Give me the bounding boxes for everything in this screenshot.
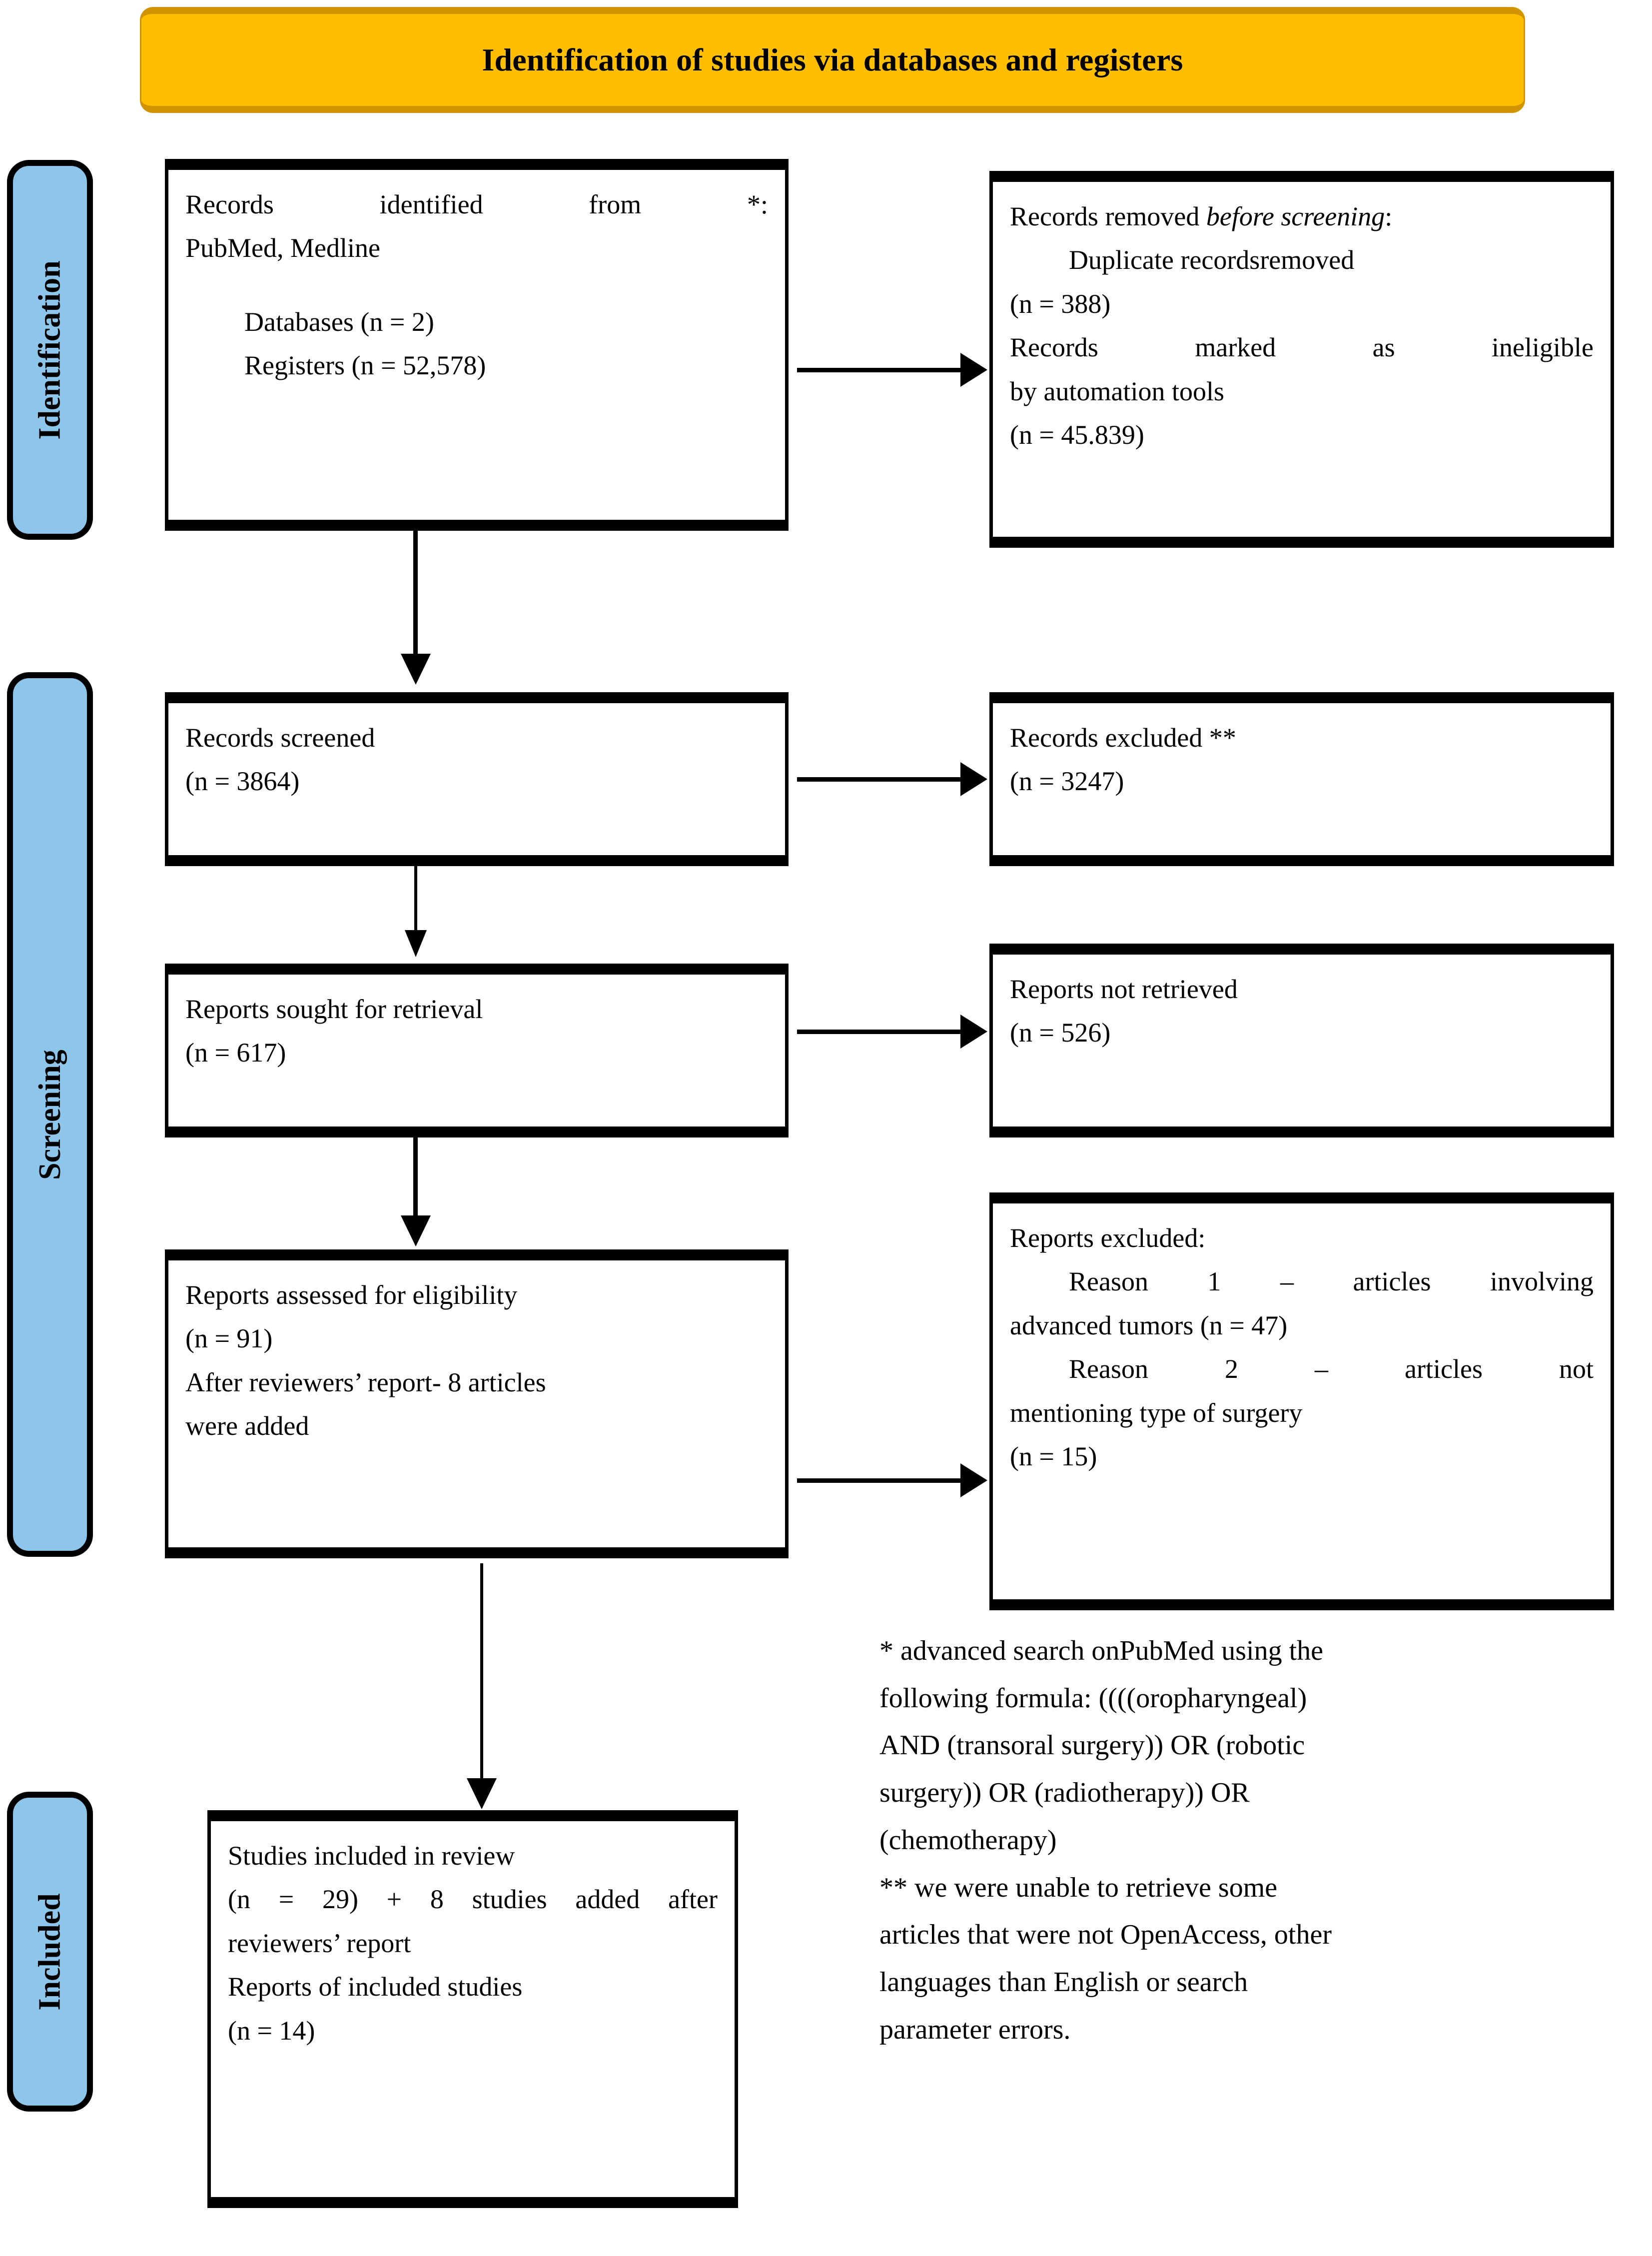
reports-excluded-reason-2-cont: mentioning type of surgery	[1010, 1397, 1303, 1428]
records-removed-heading-em: before screening	[1206, 201, 1385, 231]
footnote-1-line-4: surgery)) OR (radiotherapy)) OR	[879, 1777, 1250, 1809]
records-identified-line-2: PubMed, Medline	[185, 233, 380, 263]
reports-excluded-reason-1: Reason 1 – articles involving	[1069, 1266, 1594, 1297]
stage-tab-identification: Identification	[7, 160, 93, 540]
arrowhead-screened-to-sought	[405, 930, 427, 957]
box-reports-not-retrieved: Reports not retrieved (n = 526)	[989, 944, 1614, 1137]
stage-label-included: Included	[32, 1893, 67, 2011]
records-identified-spacer	[185, 270, 768, 300]
stage-tab-screening: Screening	[7, 672, 93, 1557]
records-screened-label: Records screened	[185, 723, 375, 753]
studies-included-label: Studies included in review	[228, 1841, 515, 1871]
box-reports-assessed-eligibility: Reports assessed for eligibility (n = 91…	[165, 1249, 789, 1558]
eligibility-note-1: After reviewers’ report- 8 articles	[185, 1367, 546, 1397]
reports-excluded-reason-2-n: (n = 15)	[1010, 1441, 1097, 1472]
records-removed-heading-c: :	[1385, 201, 1393, 231]
connector-screened-to-excluded	[797, 777, 962, 782]
box-records-excluded: Records excluded ** (n = 3247)	[989, 692, 1614, 866]
records-removed-ineligible-n: (n = 45.839)	[1010, 420, 1144, 450]
footnote-2-line-3: languages than English or search	[879, 1967, 1248, 1998]
arrowhead-sought-to-eligibility	[401, 1215, 431, 1246]
arrowhead-identified-to-removed	[960, 353, 987, 387]
connector-sought-to-notretrieved	[797, 1030, 962, 1034]
eligibility-n: (n = 91)	[185, 1323, 273, 1354]
footnotes-block: * advanced search onPubMed using the fol…	[879, 1628, 1629, 2054]
connector-screened-to-sought	[414, 866, 417, 931]
studies-included-note: reviewers’ report	[228, 1928, 411, 1958]
connector-eligibility-to-reportsexcluded	[797, 1478, 962, 1483]
footnote-2-line-4: parameter errors.	[879, 2014, 1071, 2045]
records-removed-duplicates: Duplicate recordsremoved	[1069, 245, 1355, 275]
reports-not-retrieved-label: Reports not retrieved	[1010, 974, 1238, 1004]
reports-not-retrieved-n: (n = 526)	[1010, 1018, 1111, 1048]
reports-excluded-heading: Reports excluded:	[1010, 1223, 1206, 1253]
studies-included-n: (n = 29) + 8 studies added after	[228, 1884, 718, 1915]
footnote-1-line-1: * advanced search onPubMed using the	[879, 1635, 1323, 1666]
stage-label-screening: Screening	[32, 1049, 67, 1180]
records-identified-registers: Registers (n = 52,578)	[244, 350, 486, 381]
arrowhead-eligibility-to-included	[467, 1778, 497, 1809]
footnote-1-line-5: (chemotherapy)	[879, 1824, 1057, 1856]
connector-sought-to-eligibility	[413, 1137, 418, 1216]
eligibility-label: Reports assessed for eligibility	[185, 1280, 518, 1310]
arrowhead-screened-to-excluded	[960, 762, 987, 796]
records-excluded-n: (n = 3247)	[1010, 766, 1124, 797]
arrowhead-identified-to-screened	[401, 654, 431, 685]
reports-included-n: (n = 14)	[228, 2015, 315, 2046]
box-studies-included: Studies included in review (n = 29) + 8 …	[207, 1810, 738, 2208]
records-screened-n: (n = 3864)	[185, 766, 300, 797]
records-identified-databases: Databases (n = 2)	[244, 306, 434, 337]
connector-identified-to-screened	[413, 531, 418, 655]
stage-tab-included: Included	[7, 1792, 93, 2112]
records-removed-duplicates-n: (n = 388)	[1010, 288, 1111, 319]
box-records-removed: Records removed before screening: Duplic…	[989, 171, 1614, 548]
stage-label-identification: Identification	[32, 260, 67, 440]
arrowhead-sought-to-notretrieved	[960, 1015, 987, 1049]
reports-included-label: Reports of included studies	[228, 1972, 523, 2002]
eligibility-note-2: were added	[185, 1411, 309, 1441]
arrowhead-eligibility-to-reportsexcluded	[960, 1463, 987, 1497]
footnote-2-line-1: ** we were unable to retrieve some	[879, 1872, 1278, 1903]
banner-title: Identification of studies via databases …	[482, 41, 1183, 77]
records-removed-ineligible-2: by automation tools	[1010, 376, 1224, 406]
reports-sought-n: (n = 617)	[185, 1038, 286, 1068]
connector-identified-to-removed	[797, 368, 962, 372]
connector-eligibility-to-included	[480, 1563, 483, 1779]
records-identified-line-1: Records identified from *:	[185, 189, 768, 219]
reports-excluded-reason-1-n: advanced tumors (n = 47)	[1010, 1310, 1288, 1340]
reports-excluded-reason-2: Reason 2 – articles not	[1069, 1354, 1594, 1384]
records-removed-heading: Records removed before screening:	[1010, 195, 1594, 238]
footnote-1-line-2: following formula: ((((oropharyngeal)	[879, 1682, 1307, 1714]
records-excluded-label: Records excluded **	[1010, 723, 1236, 753]
box-records-identified: Records identified from *: PubMed, Medli…	[165, 159, 789, 531]
records-removed-ineligible: Records marked as ineligible	[1010, 332, 1594, 363]
footnote-1-line-3: AND (transoral surgery)) OR (robotic	[879, 1730, 1305, 1761]
reports-sought-label: Reports sought for retrieval	[185, 994, 483, 1024]
box-reports-sought: Reports sought for retrieval (n = 617)	[165, 964, 789, 1137]
box-records-screened: Records screened (n = 3864)	[165, 692, 789, 866]
box-reports-excluded: Reports excluded: Reason 1 – articles in…	[989, 1192, 1614, 1610]
records-removed-heading-a: Records removed	[1010, 201, 1206, 231]
footnote-2-line-2: articles that were not OpenAccess, other	[879, 1919, 1332, 1951]
diagram-header-banner: Identification of studies via databases …	[140, 7, 1525, 113]
